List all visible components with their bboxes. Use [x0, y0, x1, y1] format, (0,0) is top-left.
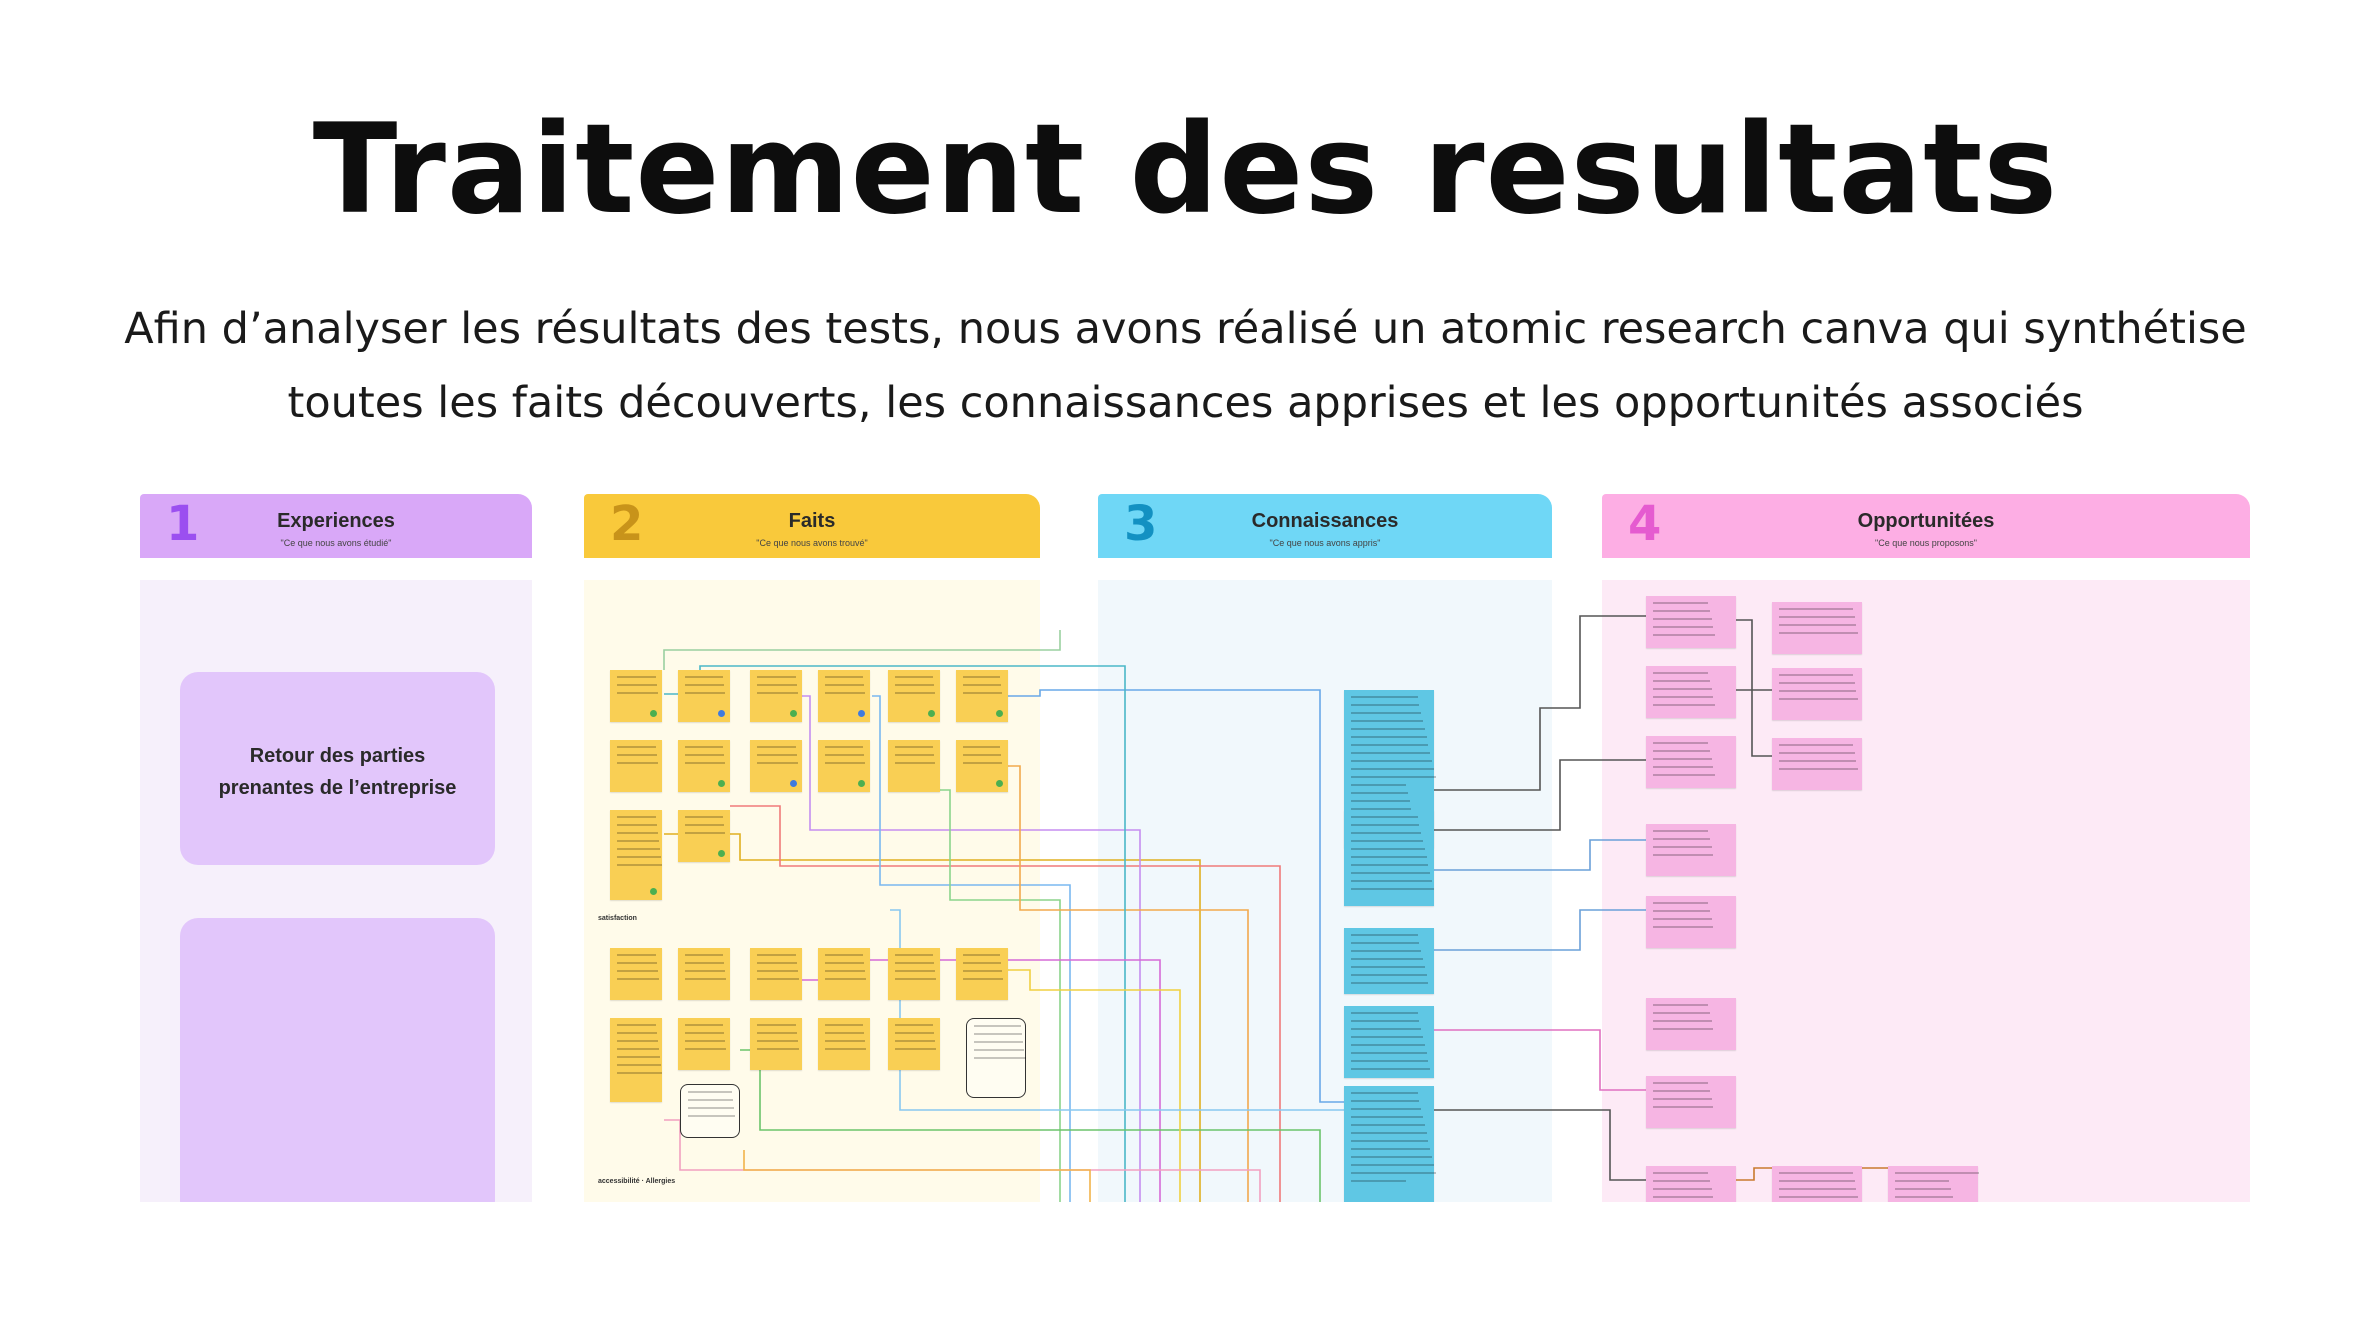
sticky-note	[818, 1018, 870, 1070]
connector-line	[743, 1150, 1091, 1202]
sticky-note	[888, 1018, 940, 1070]
column-title: Opportunitées	[1857, 510, 1995, 532]
connector-line	[1008, 765, 1249, 1202]
page-title: Traitement des resultats	[312, 98, 2059, 242]
column-title: Experiences	[277, 510, 395, 532]
sticky-note	[1646, 824, 1736, 876]
connector-line	[1736, 619, 1772, 757]
sticky-note	[1646, 998, 1736, 1050]
connector-line	[1434, 1109, 1646, 1181]
connector-line	[1008, 689, 1344, 1103]
sticky-note	[1646, 1076, 1736, 1128]
column-tagline: "Ce que nous avons appris"	[1269, 538, 1381, 548]
sticky-note	[678, 740, 730, 792]
connector-line	[1008, 969, 1181, 1202]
sticky-note	[1772, 668, 1862, 720]
column-number: 1	[166, 496, 200, 552]
column-tagline: "Ce que nous proposons"	[1875, 538, 1977, 548]
connector-line	[872, 695, 1071, 1202]
sticky-note	[1772, 602, 1862, 654]
sticky-note	[680, 1084, 740, 1138]
sticky-note	[966, 1018, 1026, 1098]
section-label: satisfaction	[598, 915, 637, 922]
sticky-note	[1646, 736, 1736, 788]
atomic-research-canvas: 1 Experiences "Ce que nous avons étudié"…	[140, 490, 2250, 1202]
sticky-note	[818, 670, 870, 722]
connector-line	[730, 805, 1281, 1202]
connector-line	[664, 1119, 1261, 1202]
sticky-note	[610, 810, 663, 900]
sticky-note	[750, 948, 802, 1000]
connaissances-column-area	[1098, 580, 1552, 1202]
sticky-note	[888, 670, 940, 722]
connector-line	[1434, 759, 1646, 831]
column-title: Faits	[788, 510, 836, 532]
connector-line	[740, 1049, 1321, 1202]
connector-line	[1434, 615, 1646, 791]
column-tagline: "Ce que nous avons trouvé"	[756, 538, 868, 548]
sticky-note	[1344, 928, 1434, 994]
sticky-note	[956, 948, 1008, 1000]
connector-line	[940, 789, 1061, 1202]
sticky-note	[1646, 896, 1736, 948]
sticky-note	[610, 740, 662, 792]
column-number: 3	[1124, 496, 1158, 552]
column-header-experiences: 1 Experiences "Ce que nous avons étudié"	[140, 494, 532, 558]
sticky-note	[750, 740, 802, 792]
connector-line	[1434, 1029, 1646, 1091]
sticky-note	[818, 948, 870, 1000]
connector-lines	[663, 615, 1888, 1202]
sticky-note	[956, 670, 1008, 722]
column-header-connaissances: 3 Connaissances "Ce que nous avons appri…	[1098, 494, 1552, 558]
sticky-note	[610, 1018, 663, 1102]
sticky-note	[1772, 738, 1862, 790]
experience-card	[180, 918, 495, 1202]
column-header-faits: 2 Faits "Ce que nous avons trouvé"	[584, 494, 1040, 558]
sticky-note	[678, 810, 730, 862]
sticky-note	[678, 670, 730, 722]
sticky-note	[1344, 1006, 1434, 1078]
connector-line	[1434, 839, 1646, 871]
sticky-note	[678, 948, 730, 1000]
column-title: Connaissances	[1251, 510, 1399, 532]
column-header-opportunites: 4 Opportunitées "Ce que nous proposons"	[1602, 494, 2250, 558]
sticky-note	[750, 1018, 802, 1070]
sticky-note	[1646, 666, 1736, 718]
connector-line	[802, 695, 1141, 1202]
connector-line	[1434, 909, 1646, 951]
column-tagline: "Ce que nous avons étudié"	[280, 538, 392, 548]
sticky-note	[750, 670, 802, 722]
experience-card-label: Retour des parties prenantes de l’entrep…	[218, 745, 457, 799]
page-subtitle-line-1: Afin d’analyser les résultats des tests,…	[124, 304, 2247, 354]
sticky-note	[888, 740, 940, 792]
page-subtitle-line-2: toutes les faits découverts, les connais…	[287, 378, 2084, 428]
section-label: accessibilité · Allergies	[598, 1178, 676, 1185]
experience-card: Retour des parties prenantes de l’entrep…	[180, 672, 495, 865]
sticky-note	[1646, 1166, 1736, 1202]
column-number: 4	[1628, 496, 1662, 552]
column-number: 2	[610, 496, 644, 552]
sticky-note	[818, 740, 870, 792]
sticky-note	[1772, 1166, 1862, 1202]
sticky-note	[956, 740, 1008, 792]
sticky-note	[1344, 1086, 1436, 1202]
sticky-note	[1344, 810, 1434, 906]
connector-line	[663, 630, 1061, 670]
sticky-note	[1646, 596, 1736, 648]
sticky-note	[610, 670, 662, 722]
sticky-note	[888, 948, 940, 1000]
sticky-note	[1888, 1166, 1979, 1202]
sticky-note	[610, 948, 662, 1000]
sticky-note	[678, 1018, 730, 1070]
